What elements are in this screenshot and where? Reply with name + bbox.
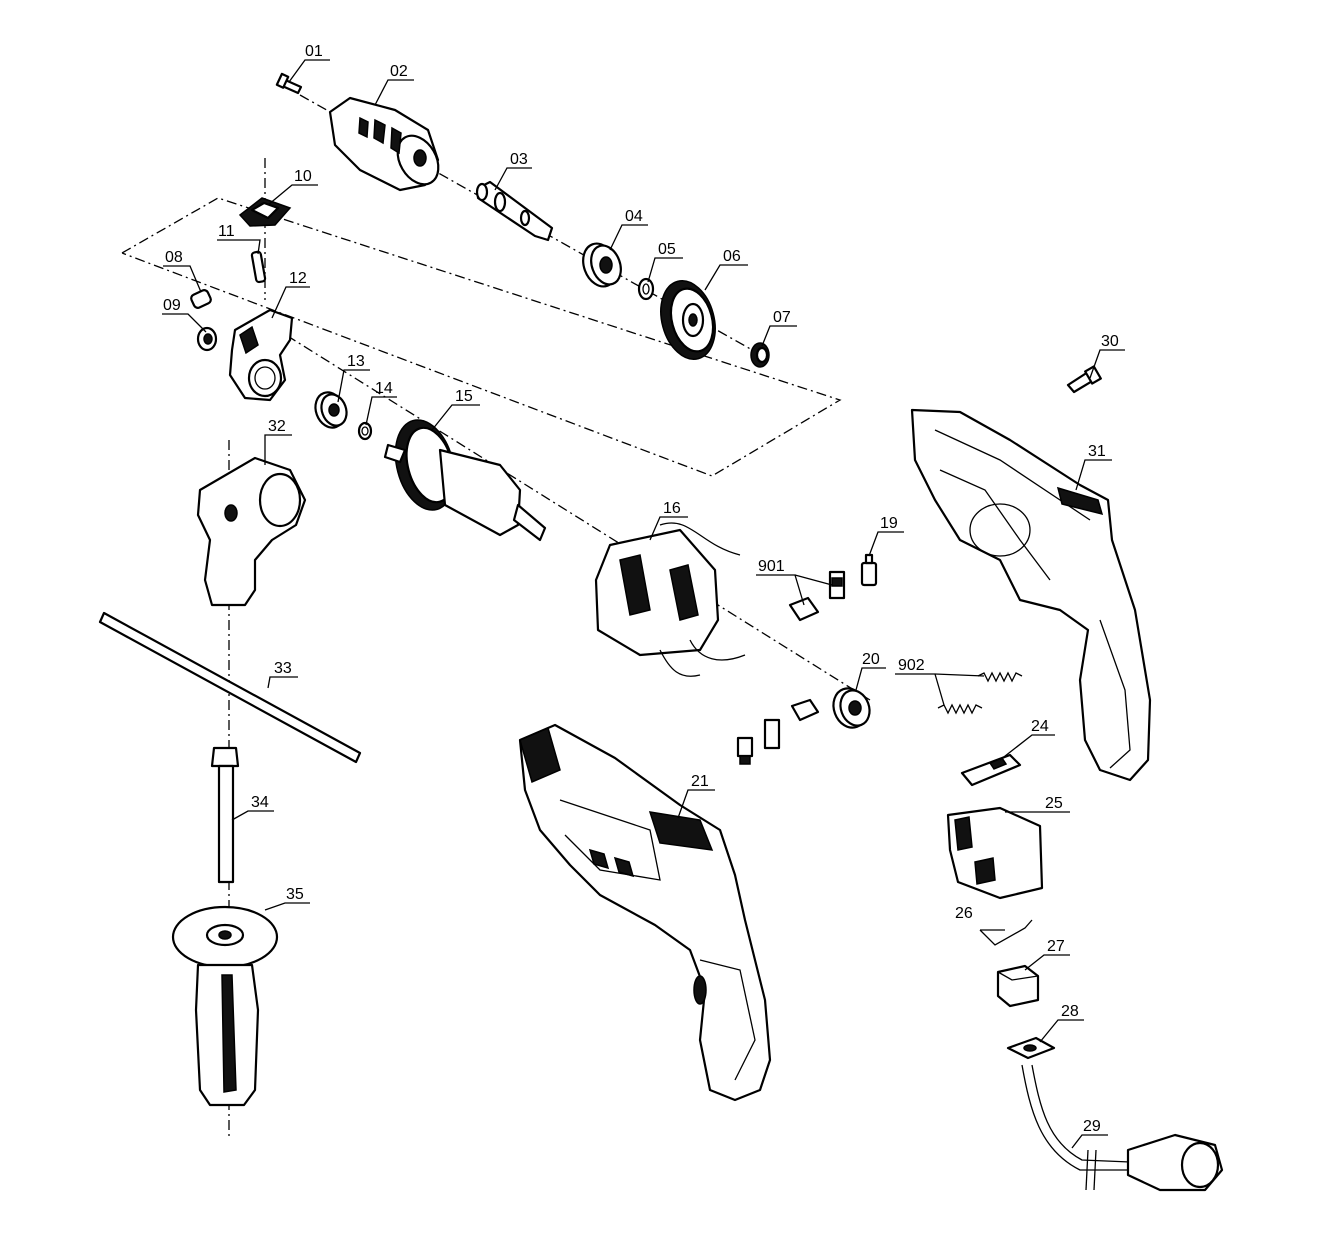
part-29-power-cord (1021, 1064, 1224, 1192)
part-04-bearing (582, 242, 622, 288)
part-11-pin (250, 250, 267, 284)
part-25-switch (946, 806, 1044, 900)
callout-13: 13 (347, 353, 365, 370)
callout-902: 902 (898, 657, 925, 674)
part-21-drill-housing (518, 723, 772, 1102)
part-16-stator (594, 522, 746, 677)
part-08-sleeve (190, 289, 212, 309)
part-32-handle-clamp (196, 456, 307, 607)
callout-20: 20 (862, 651, 880, 668)
part-33-depth-rod (98, 611, 362, 764)
callout-32: 32 (268, 418, 286, 435)
callout-06: 06 (723, 248, 741, 265)
part-901-brush-holders (788, 570, 846, 622)
part-05-ring (637, 277, 655, 301)
callout-04: 04 (625, 208, 643, 225)
part-03-spindle (475, 180, 554, 242)
part-30-screw (1066, 365, 1102, 394)
part-01-screw (275, 72, 303, 95)
callout-34: 34 (251, 794, 269, 811)
part-15-armature (383, 419, 547, 542)
callout-21: 21 (691, 773, 709, 790)
callout-07: 07 (773, 309, 791, 326)
part-31-housing-half (910, 408, 1152, 782)
part-35-auxiliary-handle (171, 905, 279, 1107)
part-26-wire-clip (979, 919, 1033, 946)
part-10-switch-lever (238, 197, 292, 227)
callout-11: 11 (218, 223, 235, 240)
callout-09: 09 (163, 297, 181, 314)
callout-901: 901 (758, 558, 785, 575)
callout-12: 12 (289, 270, 307, 287)
callout-31: 31 (1088, 443, 1106, 460)
callout-28: 28 (1061, 1003, 1079, 1020)
part-13-bearing (314, 391, 348, 429)
part-24-switch-button (960, 753, 1022, 787)
callout-24: 24 (1031, 718, 1049, 735)
part-02-drill-chuck (328, 96, 440, 192)
part-19-carbon-brush (860, 553, 878, 587)
callout-25: 25 (1045, 795, 1063, 812)
callout-26: 26 (955, 905, 973, 922)
part-20-bearing (832, 687, 871, 729)
part-28-cable-clamp (1006, 1036, 1056, 1060)
callout-leaders (162, 59, 1125, 1149)
callout-01: 01 (305, 43, 323, 60)
callout-02: 02 (390, 63, 408, 80)
callout-05: 05 (658, 241, 676, 258)
part-902-springs (937, 671, 1023, 715)
part-12-gear-housing (228, 308, 294, 402)
callout-19: 19 (880, 515, 898, 532)
part-27-capacitor (996, 964, 1040, 1008)
callout-15: 15 (455, 388, 473, 405)
callout-10: 10 (294, 168, 312, 185)
callout-03: 03 (510, 151, 528, 168)
callout-27: 27 (1047, 938, 1065, 955)
callout-35: 35 (286, 886, 304, 903)
callout-16: 16 (663, 500, 681, 517)
part-34-bolt (210, 746, 240, 884)
callout-30: 30 (1101, 333, 1119, 350)
part-14-ring (357, 421, 373, 441)
part-09-washer (196, 326, 218, 352)
callout-29: 29 (1083, 1118, 1101, 1135)
callout-33: 33 (274, 660, 292, 677)
callout-08: 08 (165, 249, 183, 266)
callout-14: 14 (375, 380, 393, 397)
part-07-ring (750, 342, 770, 368)
callout-labels: 01 02 03 04 05 06 07 08 09 10 11 12 13 1… (163, 43, 1119, 1135)
part-06-gear (660, 280, 716, 360)
part-lower-brush-holders (736, 698, 820, 765)
